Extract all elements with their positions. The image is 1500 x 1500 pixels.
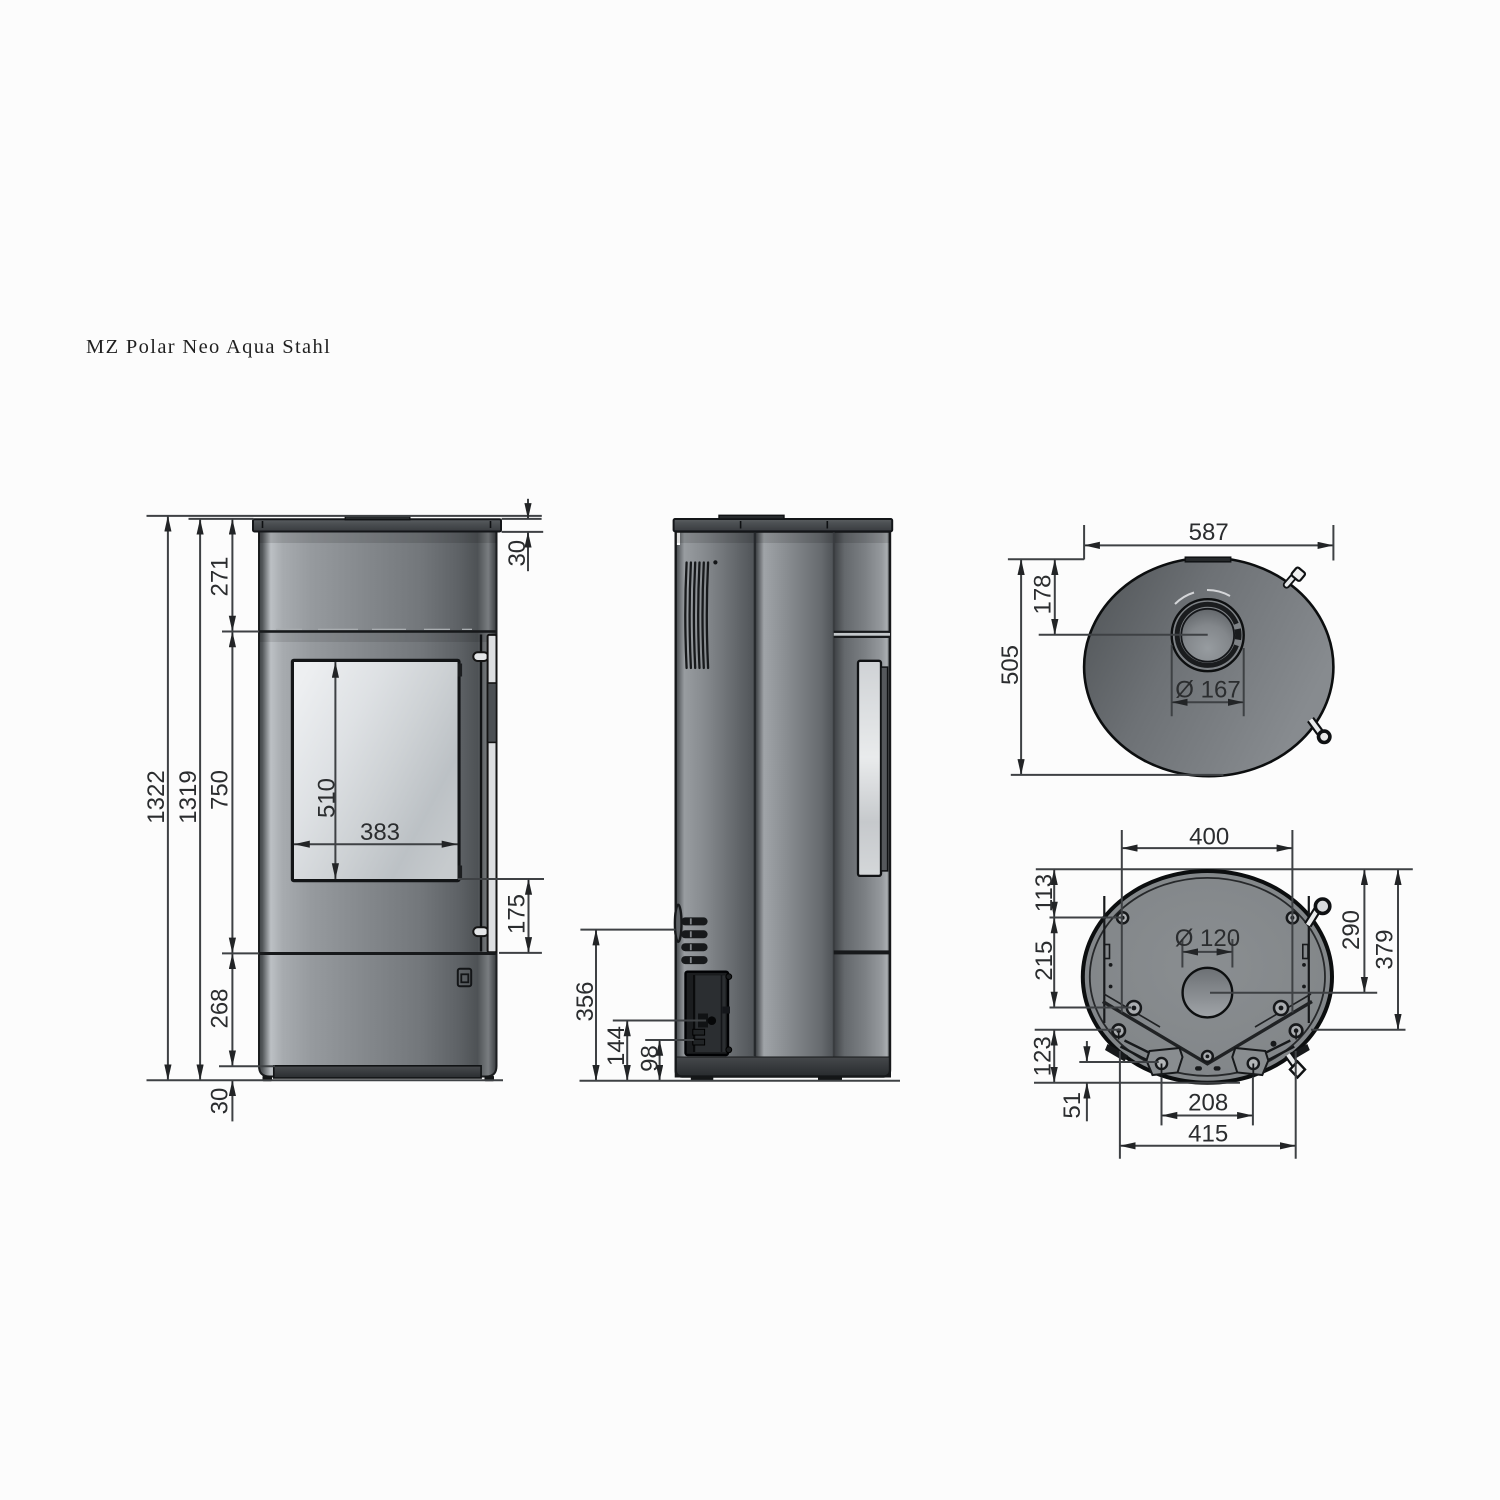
svg-text:271: 271 <box>207 556 234 596</box>
svg-text:MZ Polar Neo Aqua Stahl: MZ Polar Neo Aqua Stahl <box>86 336 331 358</box>
svg-text:750: 750 <box>207 770 234 810</box>
svg-text:Ø 167: Ø 167 <box>1175 677 1240 704</box>
svg-text:290: 290 <box>1338 910 1365 950</box>
svg-text:30: 30 <box>207 1088 234 1115</box>
svg-text:400: 400 <box>1189 824 1229 851</box>
svg-text:208: 208 <box>1188 1089 1228 1116</box>
svg-text:Ø 120: Ø 120 <box>1175 925 1240 952</box>
svg-text:30: 30 <box>504 540 531 567</box>
svg-text:587: 587 <box>1189 519 1229 546</box>
svg-text:215: 215 <box>1031 941 1058 981</box>
svg-text:175: 175 <box>503 894 530 934</box>
svg-text:510: 510 <box>313 778 340 818</box>
svg-text:144: 144 <box>603 1026 630 1066</box>
svg-text:379: 379 <box>1371 930 1398 970</box>
svg-text:113: 113 <box>1031 874 1058 912</box>
svg-text:268: 268 <box>207 988 234 1028</box>
svg-text:178: 178 <box>1030 574 1057 614</box>
svg-text:1319: 1319 <box>175 770 202 823</box>
svg-text:505: 505 <box>997 645 1024 685</box>
svg-text:98: 98 <box>637 1045 664 1072</box>
svg-text:415: 415 <box>1188 1121 1228 1148</box>
svg-text:1322: 1322 <box>143 770 170 823</box>
svg-text:383: 383 <box>360 819 400 846</box>
svg-text:356: 356 <box>572 981 599 1021</box>
svg-text:123: 123 <box>1030 1036 1057 1076</box>
svg-text:51: 51 <box>1059 1092 1086 1119</box>
